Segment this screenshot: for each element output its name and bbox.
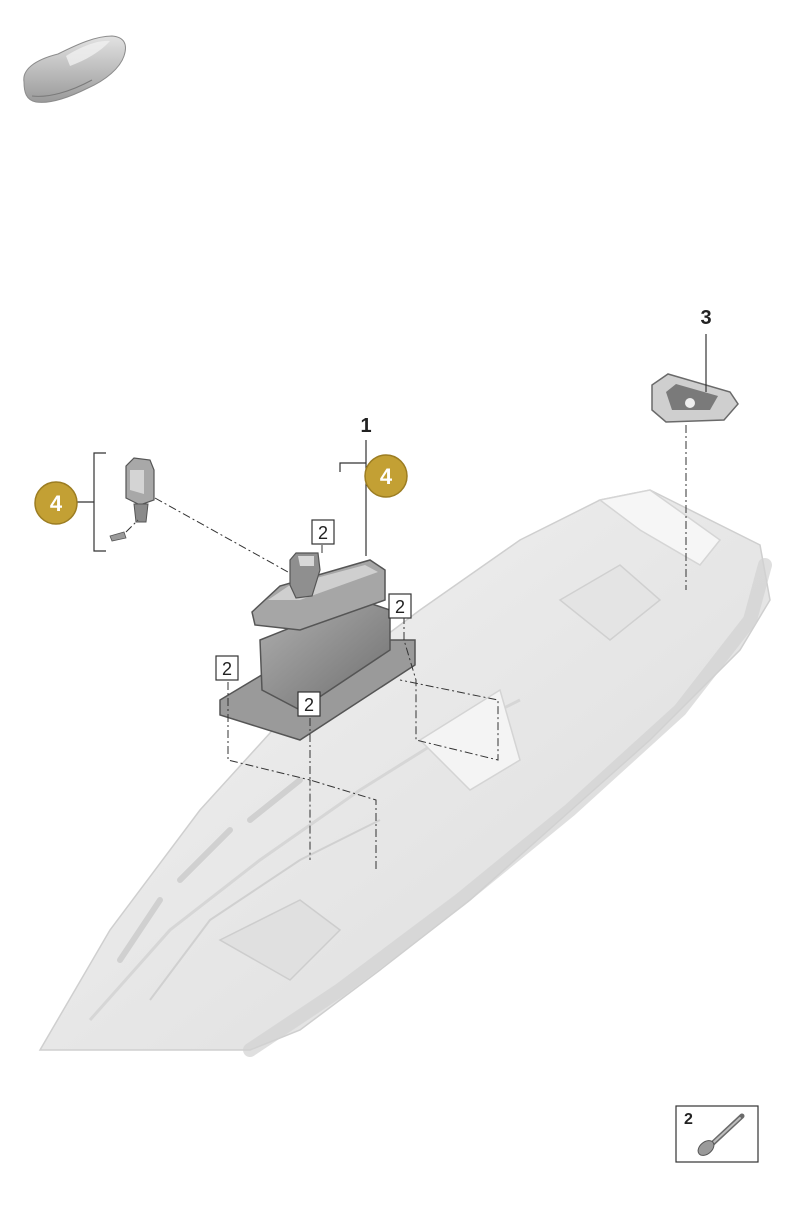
legend-screw-box: 2 (675, 1105, 759, 1163)
part-3-trim (651, 373, 739, 423)
pin-part (109, 531, 127, 542)
callout-screw-b: 2 (388, 593, 412, 619)
callout-part-3: 3 (700, 307, 711, 329)
assembly-lines (125, 425, 687, 870)
leader-lines (76, 334, 707, 556)
svg-text:4: 4 (50, 491, 63, 516)
callout-screw-d: 2 (297, 691, 321, 717)
callout-group-main[interactable]: 4 (364, 454, 408, 498)
callout-part-1: 1 (360, 415, 371, 437)
switch-part (125, 457, 155, 523)
svg-text:2: 2 (304, 695, 314, 715)
part-1-selector-module (219, 552, 416, 741)
center-console (38, 489, 772, 1057)
svg-text:2: 2 (318, 523, 328, 543)
callout-screw-c: 2 (215, 655, 239, 681)
legend-screw-label: 2 (684, 1111, 693, 1128)
callout-screw-a: 2 (311, 519, 335, 545)
svg-text:2: 2 (222, 659, 232, 679)
callout-group-left[interactable]: 4 (34, 481, 78, 525)
svg-text:4: 4 (380, 464, 393, 489)
car-thumbnail-icon (23, 35, 126, 103)
screw-icon (697, 1113, 745, 1156)
svg-text:2: 2 (395, 597, 405, 617)
